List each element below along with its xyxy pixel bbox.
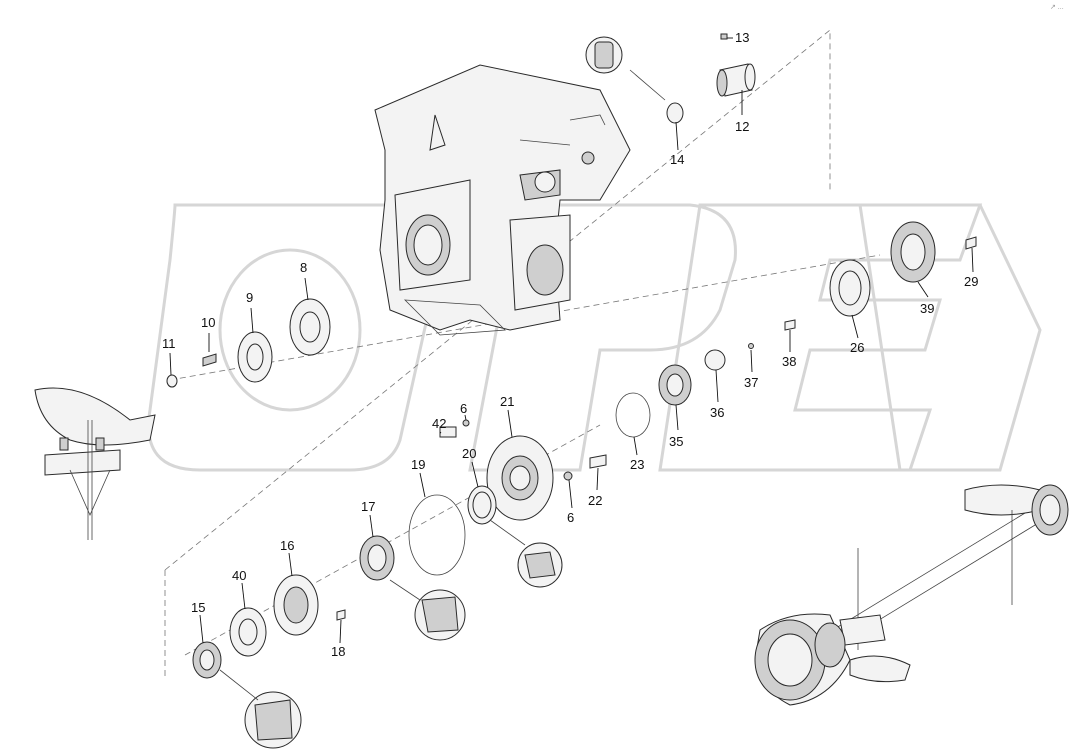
- gear-housing: [374, 64, 631, 336]
- left-shaft-bracket: [34, 387, 156, 540]
- callout-13: 13: [735, 30, 749, 45]
- callout-29: 29: [964, 274, 978, 289]
- rings-group: [408, 392, 651, 576]
- callout-21: 21: [500, 394, 514, 409]
- callout-16: 16: [280, 538, 294, 553]
- right-bearing-group: [658, 221, 977, 406]
- callout-10: 10: [201, 315, 215, 330]
- callout-37: 37: [744, 375, 758, 390]
- left-seal-group: [166, 298, 331, 388]
- callout-17: 17: [361, 499, 375, 514]
- callout-11: 11: [162, 336, 176, 351]
- callout-9: 9: [246, 290, 253, 305]
- bushing-parts: [585, 33, 756, 124]
- callout-18: 18: [331, 644, 345, 659]
- callout-20: 20: [462, 446, 476, 461]
- callout-23: 23: [630, 457, 644, 472]
- callout-6-lower: 6: [567, 510, 574, 525]
- callout-14: 14: [670, 152, 684, 167]
- watermark-logo: [147, 203, 1042, 472]
- callout-labels: 13 12 14 8 9 10 11 29 39 26 38 37 36 35 …: [162, 30, 978, 659]
- callout-35: 35: [669, 434, 683, 449]
- lower-left-seal-group: [192, 535, 395, 679]
- callout-38: 38: [782, 354, 796, 369]
- callout-6-upper: 6: [460, 401, 467, 416]
- callout-15: 15: [191, 600, 205, 615]
- center-flange-group: [439, 419, 607, 521]
- callout-19: 19: [411, 457, 425, 472]
- callout-39: 39: [920, 301, 934, 316]
- callout-36: 36: [710, 405, 724, 420]
- callout-22: 22: [588, 493, 602, 508]
- callout-8: 8: [300, 260, 307, 275]
- right-shaft-assembly: [754, 484, 1069, 706]
- corner-mark: ↗ ...: [1050, 4, 1064, 11]
- callout-26: 26: [850, 340, 864, 355]
- callout-12: 12: [735, 119, 749, 134]
- callout-40: 40: [232, 568, 246, 583]
- seal-detail-bubbles: [219, 519, 563, 749]
- callout-42: 42: [432, 416, 446, 431]
- leader-lines: [169, 37, 974, 644]
